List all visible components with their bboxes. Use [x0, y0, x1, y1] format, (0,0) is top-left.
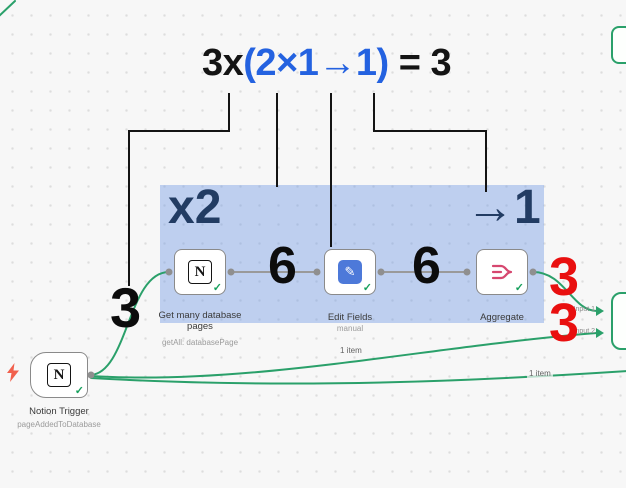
node-title-trigger: Notion Trigger — [29, 406, 89, 417]
success-check-icon: ✓ — [362, 282, 372, 294]
success-check-icon: ✓ — [212, 282, 222, 294]
formula-suffix: = 3 — [388, 42, 452, 84]
connector-dot[interactable] — [529, 268, 537, 276]
node-get-many-database-pages[interactable]: N ✓ — [174, 249, 226, 295]
node-subtitle-trigger: pageAddedToDatabase — [17, 420, 101, 429]
notion-letter: N — [194, 263, 206, 280]
annotation-count-between-1: 6 — [268, 237, 297, 295]
edge-item-label: 1 item — [338, 346, 364, 355]
notion-icon: N — [188, 260, 212, 284]
annotation-line-right-h — [373, 130, 487, 132]
node-title-edit-fields: Edit Fields — [327, 312, 373, 323]
success-check-icon: ✓ — [74, 385, 84, 397]
node-partial-right[interactable] — [611, 292, 626, 350]
connector-dot[interactable] — [463, 268, 471, 276]
input-2-label: Input 2 — [573, 328, 595, 335]
node-subtitle-get-many: getAll: databasePage — [161, 338, 239, 347]
edit-pencil-icon: ✎ — [338, 260, 362, 284]
edge-trigger-to-getmany[interactable] — [90, 271, 170, 376]
edge-trigger-to-input2[interactable] — [90, 332, 598, 379]
success-check-icon: ✓ — [514, 282, 524, 294]
node-partial-top-right[interactable] — [611, 26, 626, 64]
node-edit-fields[interactable]: ✎ ✓ — [324, 249, 376, 295]
connector-dot[interactable] — [227, 268, 235, 276]
annotation-line-left-h — [128, 130, 230, 132]
annotation-count-left: 3 — [110, 276, 142, 339]
node-subtitle-edit-fields: manual — [336, 324, 364, 333]
notion-letter: N — [53, 366, 65, 383]
annotation-line-mid-1 — [276, 93, 278, 187]
node-aggregate[interactable]: ✓ — [476, 249, 528, 295]
input1-arrow-icon — [596, 306, 604, 316]
formula-highlight: (2×1→1) — [243, 42, 389, 84]
connector-dot[interactable] — [87, 371, 95, 379]
reducer-annotation: →1 — [466, 181, 541, 234]
edge-item-label: 1 item — [527, 369, 553, 378]
formula-prefix: 3x — [202, 42, 244, 84]
node-title-aggregate: Aggregate — [480, 312, 524, 323]
connector-dot[interactable] — [165, 268, 173, 276]
aggregate-icon — [491, 264, 513, 280]
edge-top-left-partial[interactable] — [0, 0, 16, 17]
annotation-line-right-v2 — [485, 130, 487, 192]
annotation-line-right-v1 — [373, 93, 375, 132]
edge-aggregate-to-input1[interactable] — [532, 271, 598, 312]
annotation-line-mid-2 — [330, 93, 332, 247]
connector-dot[interactable] — [377, 268, 385, 276]
formula-annotation: 3x(2×1→1) = 3 — [202, 42, 452, 85]
node-title-get-many: Get many database pages — [158, 310, 242, 333]
connector-dot[interactable] — [313, 268, 321, 276]
notion-icon: N — [47, 363, 71, 387]
input2-arrow-icon — [596, 328, 604, 338]
edge-trigger-to-right[interactable] — [90, 370, 626, 385]
annotation-count-right-bottom: 3 — [549, 293, 580, 353]
annotation-line-left-v2 — [128, 130, 130, 286]
pencil-glyph: ✎ — [344, 264, 356, 279]
node-notion-trigger[interactable]: N ✓ — [30, 352, 88, 398]
annotation-count-between-2: 6 — [412, 237, 441, 295]
input-1-label: Input 1 — [573, 306, 595, 313]
multiplier-annotation: x2 — [168, 181, 222, 234]
trigger-lightning-icon — [7, 363, 19, 382]
annotation-count-right-top: 3 — [549, 247, 580, 307]
annotation-line-left-v1 — [228, 93, 230, 132]
